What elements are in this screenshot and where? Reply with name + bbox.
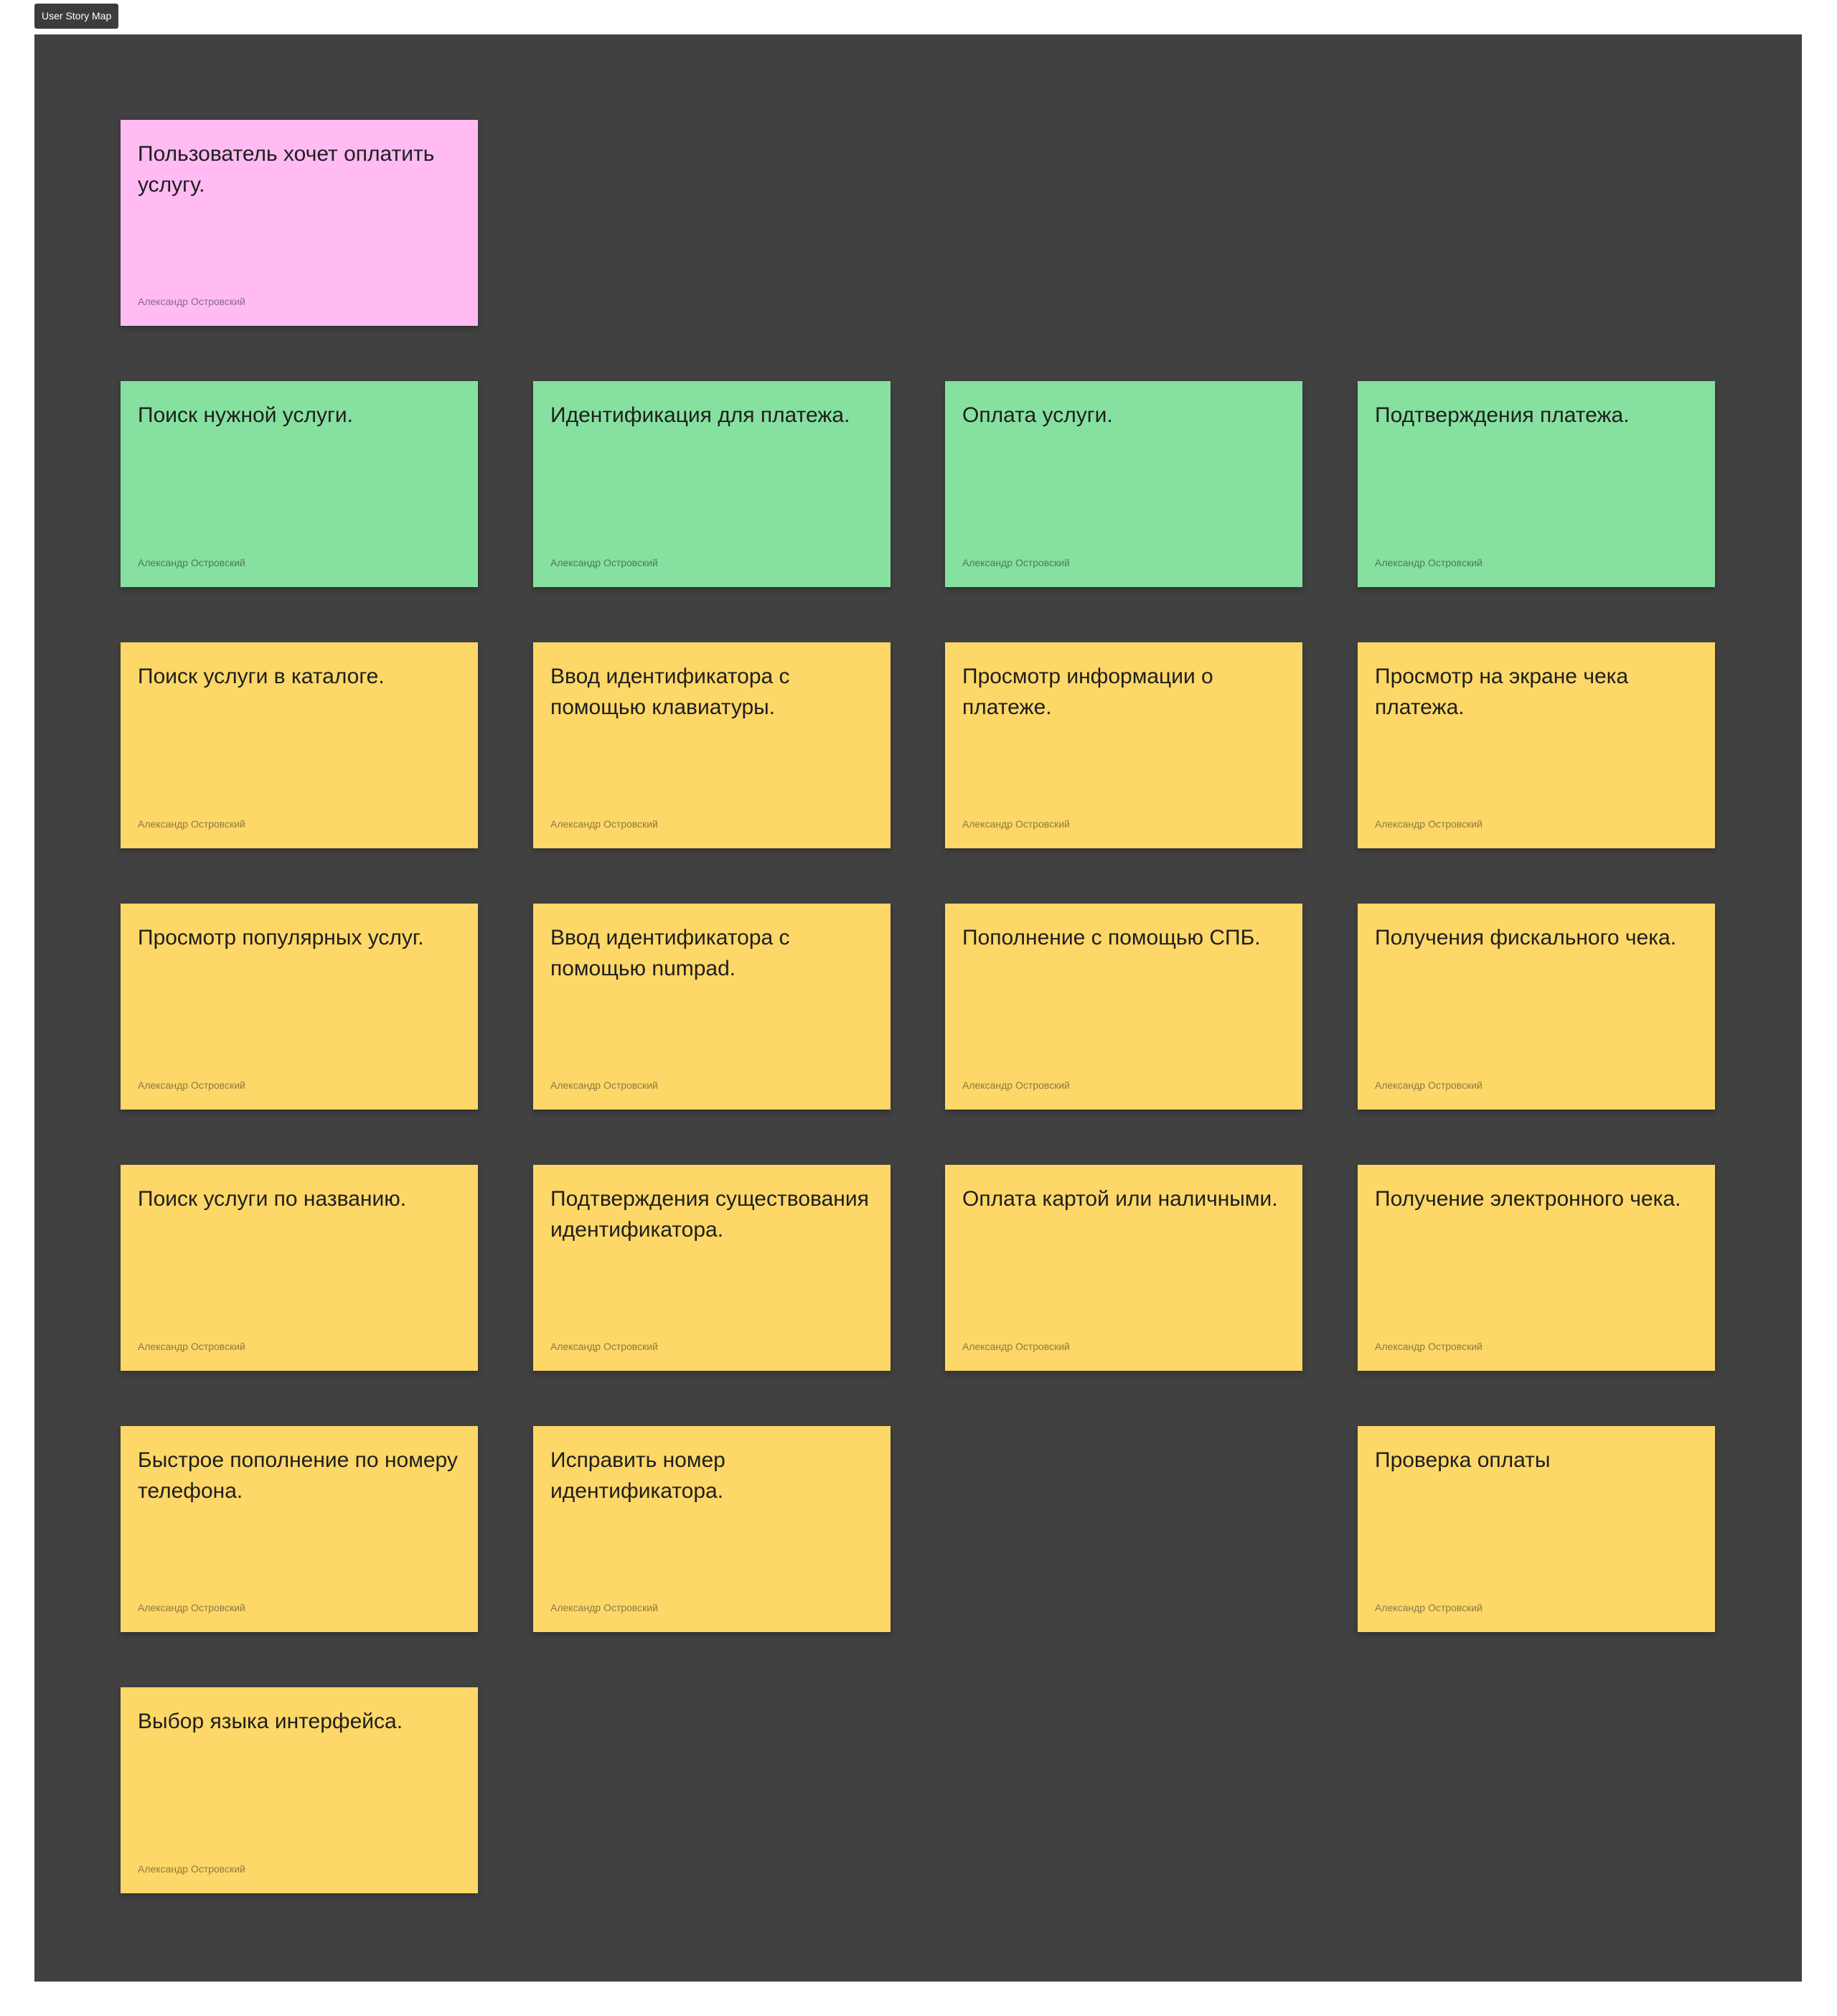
- sticky-step[interactable]: Оплата услуги. Александр Островский: [945, 381, 1302, 587]
- sticky-author: Александр Островский: [962, 818, 1070, 830]
- sticky-author: Александр Островский: [138, 1341, 245, 1352]
- sticky-story[interactable]: Получения фискального чека. Александр Ос…: [1358, 904, 1715, 1110]
- sticky-story[interactable]: Поиск услуги по названию. Александр Остр…: [121, 1165, 478, 1371]
- sticky-author: Александр Островский: [138, 1863, 245, 1875]
- sticky-story[interactable]: Просмотр информации о платеже. Александр…: [945, 642, 1302, 848]
- sticky-story[interactable]: Ввод идентификатора с помощью numpad. Ал…: [533, 904, 891, 1110]
- sticky-author: Александр Островский: [550, 818, 658, 830]
- sticky-text: Просмотр информации о платеже.: [962, 665, 1213, 719]
- sticky-author: Александр Островский: [138, 1602, 245, 1613]
- sticky-story[interactable]: Быстрое пополнение по номеру телефона. А…: [121, 1426, 478, 1632]
- sticky-text: Ввод идентификатора с помощью numpad.: [550, 926, 790, 980]
- sticky-author: Александр Островский: [550, 1602, 658, 1613]
- sticky-author: Александр Островский: [138, 818, 245, 830]
- sticky-story[interactable]: Просмотр популярных услуг. Александр Ост…: [121, 904, 478, 1110]
- sticky-text: Идентификация для платежа.: [550, 403, 850, 427]
- sticky-story[interactable]: Ввод идентификатора с помощью клавиатуры…: [533, 642, 891, 848]
- sticky-text: Просмотр на экране чека платежа.: [1375, 665, 1629, 719]
- sticky-text: Получения фискального чека.: [1375, 926, 1677, 950]
- frame-title[interactable]: User Story Map: [34, 4, 119, 29]
- sticky-step[interactable]: Подтверждения платежа. Александр Островс…: [1358, 381, 1715, 587]
- sticky-activity[interactable]: Пользователь хочет оплатить услугу. Алек…: [121, 120, 478, 326]
- sticky-story[interactable]: Подтверждения существования идентификато…: [533, 1165, 891, 1371]
- sticky-text: Поиск услуги в каталоге.: [138, 665, 385, 688]
- sticky-author: Александр Островский: [138, 1079, 245, 1091]
- sticky-author: Александр Островский: [138, 296, 245, 307]
- sticky-author: Александр Островский: [962, 1341, 1070, 1352]
- sticky-author: Александр Островский: [550, 1341, 658, 1352]
- sticky-author: Александр Островский: [1375, 1602, 1483, 1613]
- sticky-story[interactable]: Проверка оплаты Александр Островский: [1358, 1426, 1715, 1632]
- sticky-author: Александр Островский: [1375, 1079, 1483, 1091]
- sticky-text: Выбор языка интерфейса.: [138, 1710, 403, 1733]
- sticky-step[interactable]: Поиск нужной услуги. Александр Островски…: [121, 381, 478, 587]
- sticky-text: Оплата услуги.: [962, 403, 1113, 427]
- sticky-text: Поиск услуги по названию.: [138, 1187, 407, 1211]
- sticky-text: Просмотр популярных услуг.: [138, 926, 424, 950]
- sticky-author: Александр Островский: [138, 557, 245, 568]
- sticky-author: Александр Островский: [962, 557, 1070, 568]
- sticky-author: Александр Островский: [1375, 818, 1483, 830]
- sticky-text: Оплата картой или наличными.: [962, 1187, 1278, 1211]
- sticky-story[interactable]: Поиск услуги в каталоге. Александр Остро…: [121, 642, 478, 848]
- sticky-text: Подтверждения платежа.: [1375, 403, 1630, 427]
- sticky-author: Александр Островский: [550, 557, 658, 568]
- sticky-story[interactable]: Просмотр на экране чека платежа. Алексан…: [1358, 642, 1715, 848]
- sticky-text: Исправить номер идентификатора.: [550, 1448, 725, 1503]
- sticky-text: Ввод идентификатора с помощью клавиатуры…: [550, 665, 790, 719]
- sticky-story[interactable]: Выбор языка интерфейса. Александр Остров…: [121, 1687, 478, 1893]
- sticky-text: Проверка оплаты: [1375, 1448, 1551, 1472]
- sticky-story[interactable]: Исправить номер идентификатора. Александ…: [533, 1426, 891, 1632]
- sticky-author: Александр Островский: [550, 1079, 658, 1091]
- sticky-text: Получение электронного чека.: [1375, 1187, 1681, 1211]
- sticky-story[interactable]: Получение электронного чека. Александр О…: [1358, 1165, 1715, 1371]
- sticky-text: Пополнение с помощью СПБ.: [962, 926, 1261, 950]
- sticky-text: Пользователь хочет оплатить услугу.: [138, 142, 435, 197]
- sticky-text: Подтверждения существования идентификато…: [550, 1187, 869, 1242]
- sticky-text: Быстрое пополнение по номеру телефона.: [138, 1448, 458, 1503]
- sticky-story[interactable]: Оплата картой или наличными. Александр О…: [945, 1165, 1302, 1371]
- sticky-story[interactable]: Пополнение с помощью СПБ. Александр Остр…: [945, 904, 1302, 1110]
- sticky-author: Александр Островский: [962, 1079, 1070, 1091]
- sticky-text: Поиск нужной услуги.: [138, 403, 353, 427]
- sticky-author: Александр Островский: [1375, 1341, 1483, 1352]
- sticky-author: Александр Островский: [1375, 557, 1483, 568]
- sticky-step[interactable]: Идентификация для платежа. Александр Ост…: [533, 381, 891, 587]
